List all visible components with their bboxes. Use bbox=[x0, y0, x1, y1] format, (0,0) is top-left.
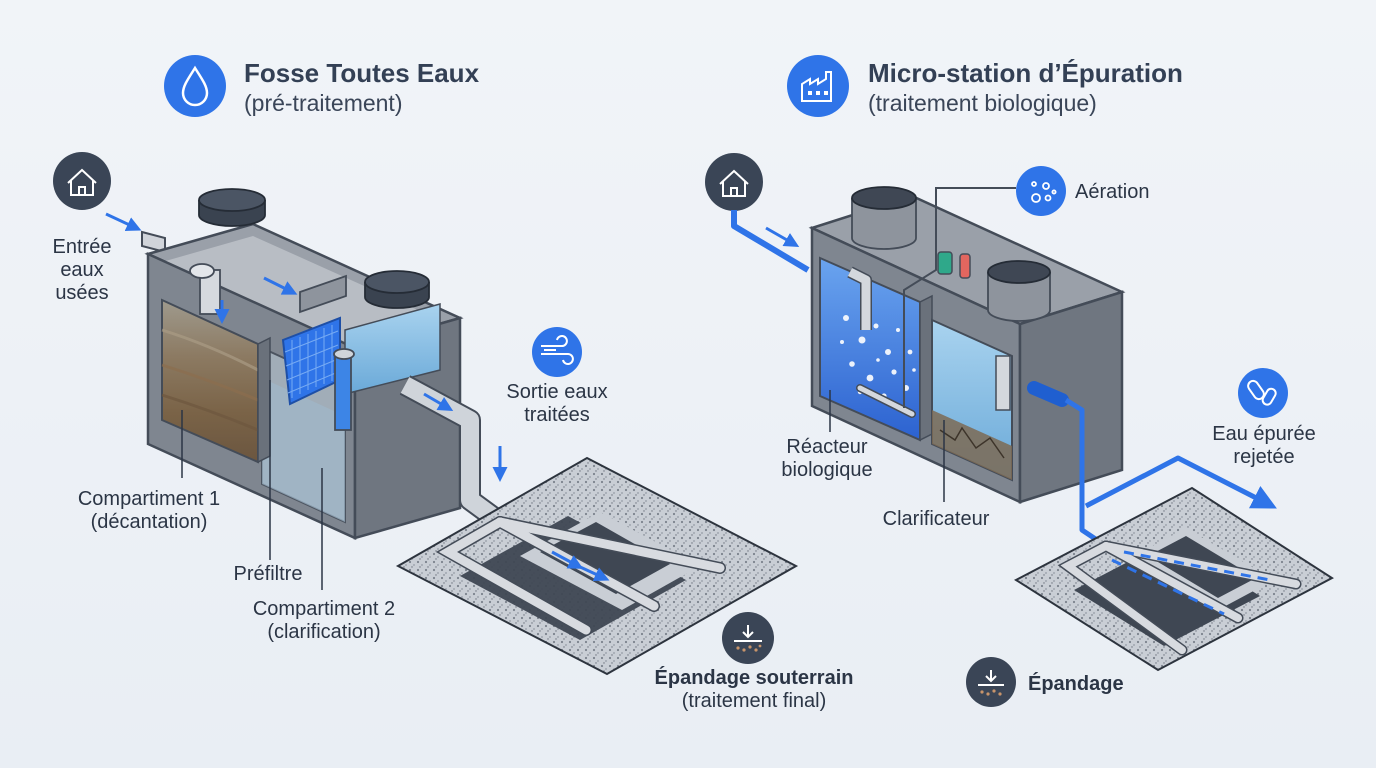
wind-flow-icon bbox=[532, 327, 582, 377]
spreading-field-right bbox=[1014, 486, 1334, 672]
treated-water-label: Eau épurée rejetée bbox=[1212, 423, 1316, 468]
outlet-flow-arrow bbox=[423, 392, 454, 412]
right-spreading-label: Épandage bbox=[1028, 673, 1124, 695]
house-icon bbox=[705, 153, 763, 211]
spreading-field-left bbox=[395, 456, 799, 676]
compartment-1-label: Compartiment 1 (décantation) bbox=[77, 488, 221, 533]
right-title: Micro-station d’Épuration bbox=[868, 58, 1183, 88]
water-drop-icon bbox=[164, 55, 226, 117]
house-icon bbox=[53, 152, 111, 210]
air-supply-line bbox=[903, 187, 1016, 408]
compartment-2-label: Compartiment 2 (clarification) bbox=[252, 598, 396, 643]
inlet-tee-pipe bbox=[189, 263, 221, 315]
left-spreading-label: Épandage souterrain (traitement final) bbox=[654, 667, 854, 712]
tank-lid-1 bbox=[198, 188, 266, 227]
factory-icon bbox=[787, 55, 849, 117]
leader-lines-left bbox=[181, 380, 323, 590]
tank-lid-reactor bbox=[851, 186, 917, 250]
right-subtitle: (traitement biologique) bbox=[868, 90, 1097, 116]
bubbles-icon bbox=[1016, 166, 1066, 216]
clarifier-label: Clarificateur bbox=[882, 508, 990, 530]
prefilter-cartridge bbox=[281, 316, 341, 406]
left-subtitle: (pré-traitement) bbox=[244, 90, 403, 116]
reactor-label: Réacteur biologique bbox=[781, 436, 873, 481]
prefilter-label: Préfiltre bbox=[233, 563, 303, 585]
outlet-tee-pipe bbox=[333, 348, 355, 431]
septic-tank bbox=[144, 222, 464, 540]
inlet-flow-arrow bbox=[105, 212, 142, 231]
control-valves bbox=[937, 251, 971, 279]
inlet-pipe-blue bbox=[731, 210, 810, 273]
tank-lid-2 bbox=[364, 270, 430, 309]
aeration-label: Aération bbox=[1075, 181, 1150, 203]
tank-lid-clarifier bbox=[987, 260, 1051, 322]
left-title: Fosse Toutes Eaux bbox=[244, 58, 480, 88]
outlet-label: Sortie eaux traitées bbox=[506, 381, 608, 426]
outlet-pipe-blue bbox=[1027, 381, 1069, 407]
leader-lines-right bbox=[829, 390, 945, 502]
bacteria-icon bbox=[1238, 368, 1288, 418]
inflow-arrow-2 bbox=[263, 276, 298, 295]
inlet-label: Entrée eaux usées bbox=[52, 236, 112, 304]
soil-infiltration-icon bbox=[966, 657, 1016, 707]
treated-water-discharge-arrow bbox=[1084, 455, 1277, 509]
soil-infiltration-icon bbox=[722, 612, 774, 664]
